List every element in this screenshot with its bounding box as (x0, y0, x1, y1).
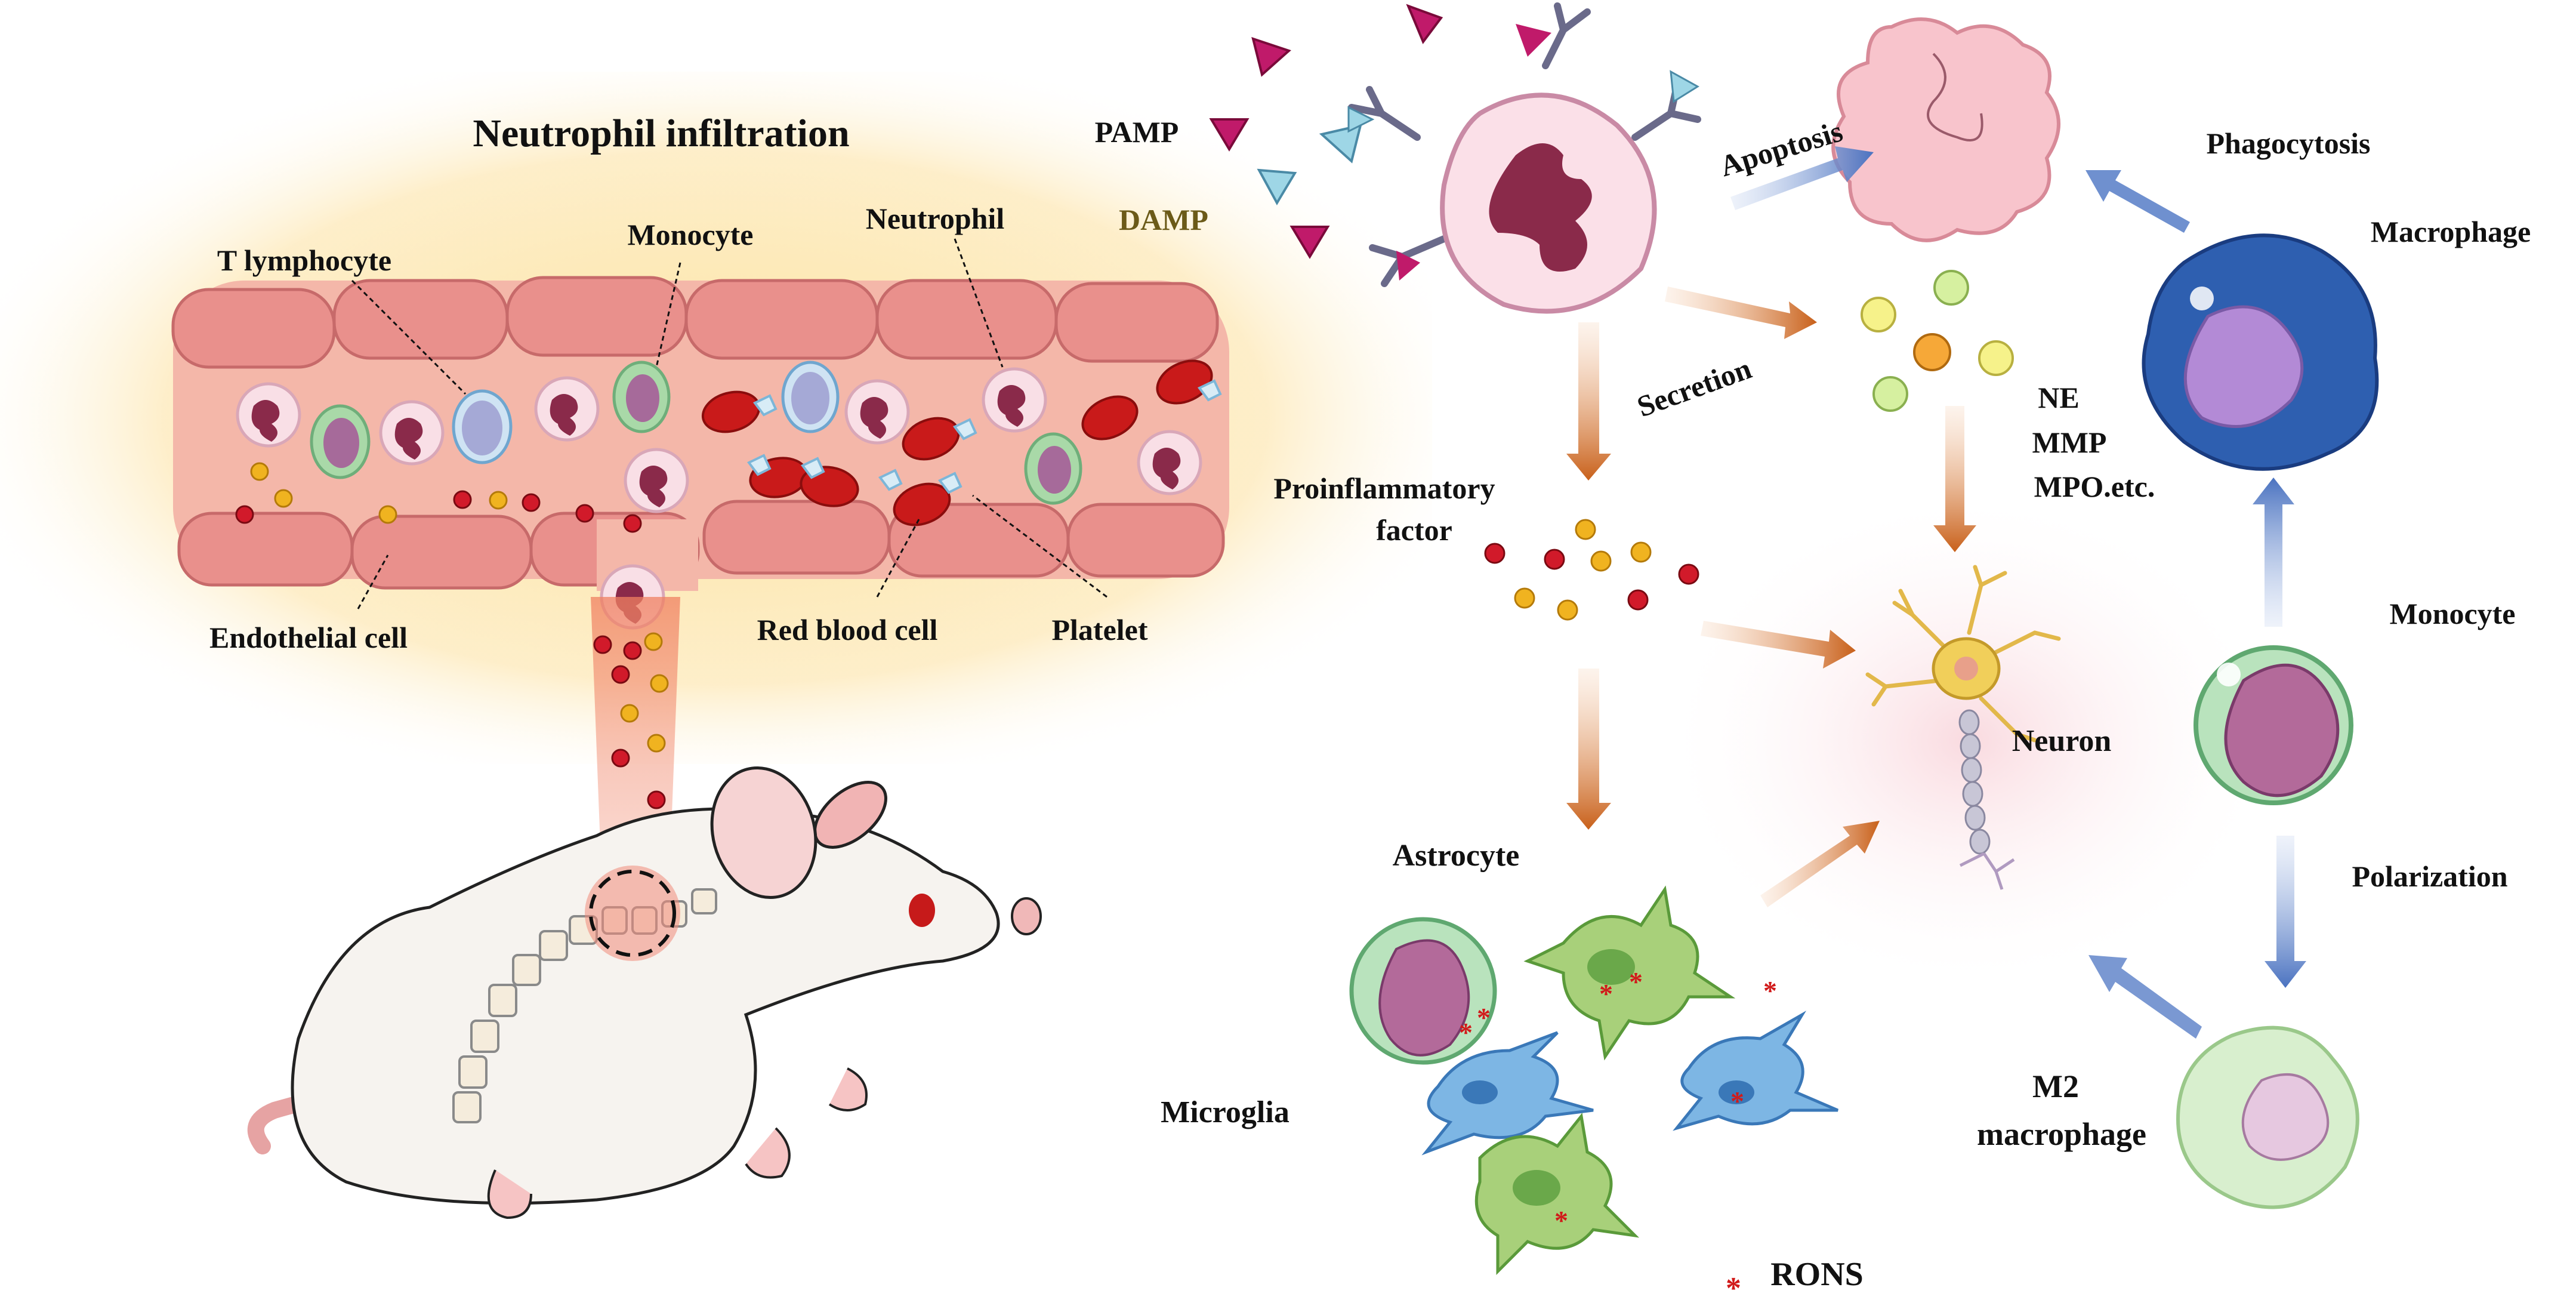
monocyte-cell-right (2194, 645, 2353, 805)
label-endothelial-cell: Endothelial cell (209, 621, 408, 654)
arrow-m2-to-neuron (2088, 955, 2202, 1039)
t-lymphocytes-in-vessel (452, 361, 840, 464)
red-blood-cells (701, 359, 1213, 526)
label-proinflammatory-line1: Proinflammatory (1273, 472, 1495, 505)
label-mmp: MMP (2032, 426, 2107, 459)
platelets (746, 379, 1222, 494)
rons-stars: * * * * * * * (1459, 966, 1777, 1236)
svg-text:*: * (1554, 1205, 1568, 1236)
label-m2-line1: M2 (2032, 1068, 2079, 1104)
diagram-title: Neutrophil infiltration (473, 112, 849, 155)
mouse-illustration (247, 766, 1042, 1219)
label-neutrophil: Neutrophil (866, 202, 1005, 235)
label-pamp: PAMP (1095, 115, 1179, 149)
monocytes-in-vessel (310, 361, 1082, 505)
glial-cluster (1349, 885, 1838, 1276)
label-m2-line2: macrophage (1977, 1116, 2146, 1152)
label-rons: RONS (1770, 1256, 1864, 1293)
label-t-lymphocyte: T lymphocyte (217, 244, 391, 277)
vessel-particles (235, 462, 642, 533)
svg-text:*: * (1763, 975, 1777, 1006)
svg-text:*: * (1477, 1002, 1491, 1033)
arrow-secretion-down (1566, 322, 1611, 481)
arrow-apoptosis (1730, 146, 1874, 210)
rons-legend-symbol: * (1726, 1271, 1741, 1305)
m2-macrophage-cell (2176, 1025, 2359, 1209)
arrow-polarization (2265, 836, 2306, 988)
arrow-phagocytosis (2086, 170, 2190, 233)
label-monocyte-vessel: Monocyte (627, 218, 753, 251)
label-red-blood-cell: Red blood cell (757, 613, 938, 646)
svg-text:*: * (1599, 978, 1613, 1009)
proinflammatory-particles (1484, 519, 1699, 621)
svg-text:*: * (1629, 966, 1643, 997)
label-polarization: Polarization (2352, 860, 2507, 893)
label-proinflammatory-line2: factor (1376, 513, 1452, 547)
label-astrocyte: Astrocyte (1393, 839, 1520, 873)
granule-proteins (1861, 270, 2014, 412)
arrow-to-granules (1665, 287, 1817, 339)
arrow-granules-to-neuron (1933, 406, 1976, 552)
arrow-glia-to-neuron (1760, 821, 1880, 907)
svg-text:*: * (1459, 1017, 1473, 1048)
arrow-monocyte-to-macrophage (2253, 478, 2294, 627)
label-secretion: Secretion (1633, 352, 1756, 424)
label-monocyte-right: Monocyte (2389, 597, 2515, 630)
blue-arrows (1730, 146, 2306, 1039)
arrow-factor-to-neuron (1701, 621, 1856, 669)
label-mpo: MPO.etc. (2034, 470, 2155, 503)
pamp-damp-molecules (1209, 4, 1443, 259)
vessel-leader-lines (351, 238, 1107, 609)
label-phagocytosis: Phagocytosis (2207, 127, 2371, 160)
macrophage-cell (2142, 233, 2379, 471)
label-neuron: Neuron (2012, 724, 2112, 758)
beam-particles (593, 632, 669, 809)
blood-vessel (171, 276, 1229, 591)
label-platelet: Platelet (1051, 613, 1147, 646)
label-damp: DAMP (1119, 203, 1208, 236)
orange-arrows (1566, 287, 1976, 907)
label-ne: NE (2038, 381, 2079, 414)
svg-text:*: * (1730, 1086, 1744, 1116)
neuron-cell (1865, 565, 2061, 890)
label-microglia: Microglia (1161, 1095, 1289, 1129)
activated-neutrophil (1347, 2, 1701, 314)
apoptotic-cell (1831, 17, 2060, 242)
label-macrophage: Macrophage (2371, 215, 2531, 248)
arrow-factor-to-glia (1566, 669, 1611, 830)
